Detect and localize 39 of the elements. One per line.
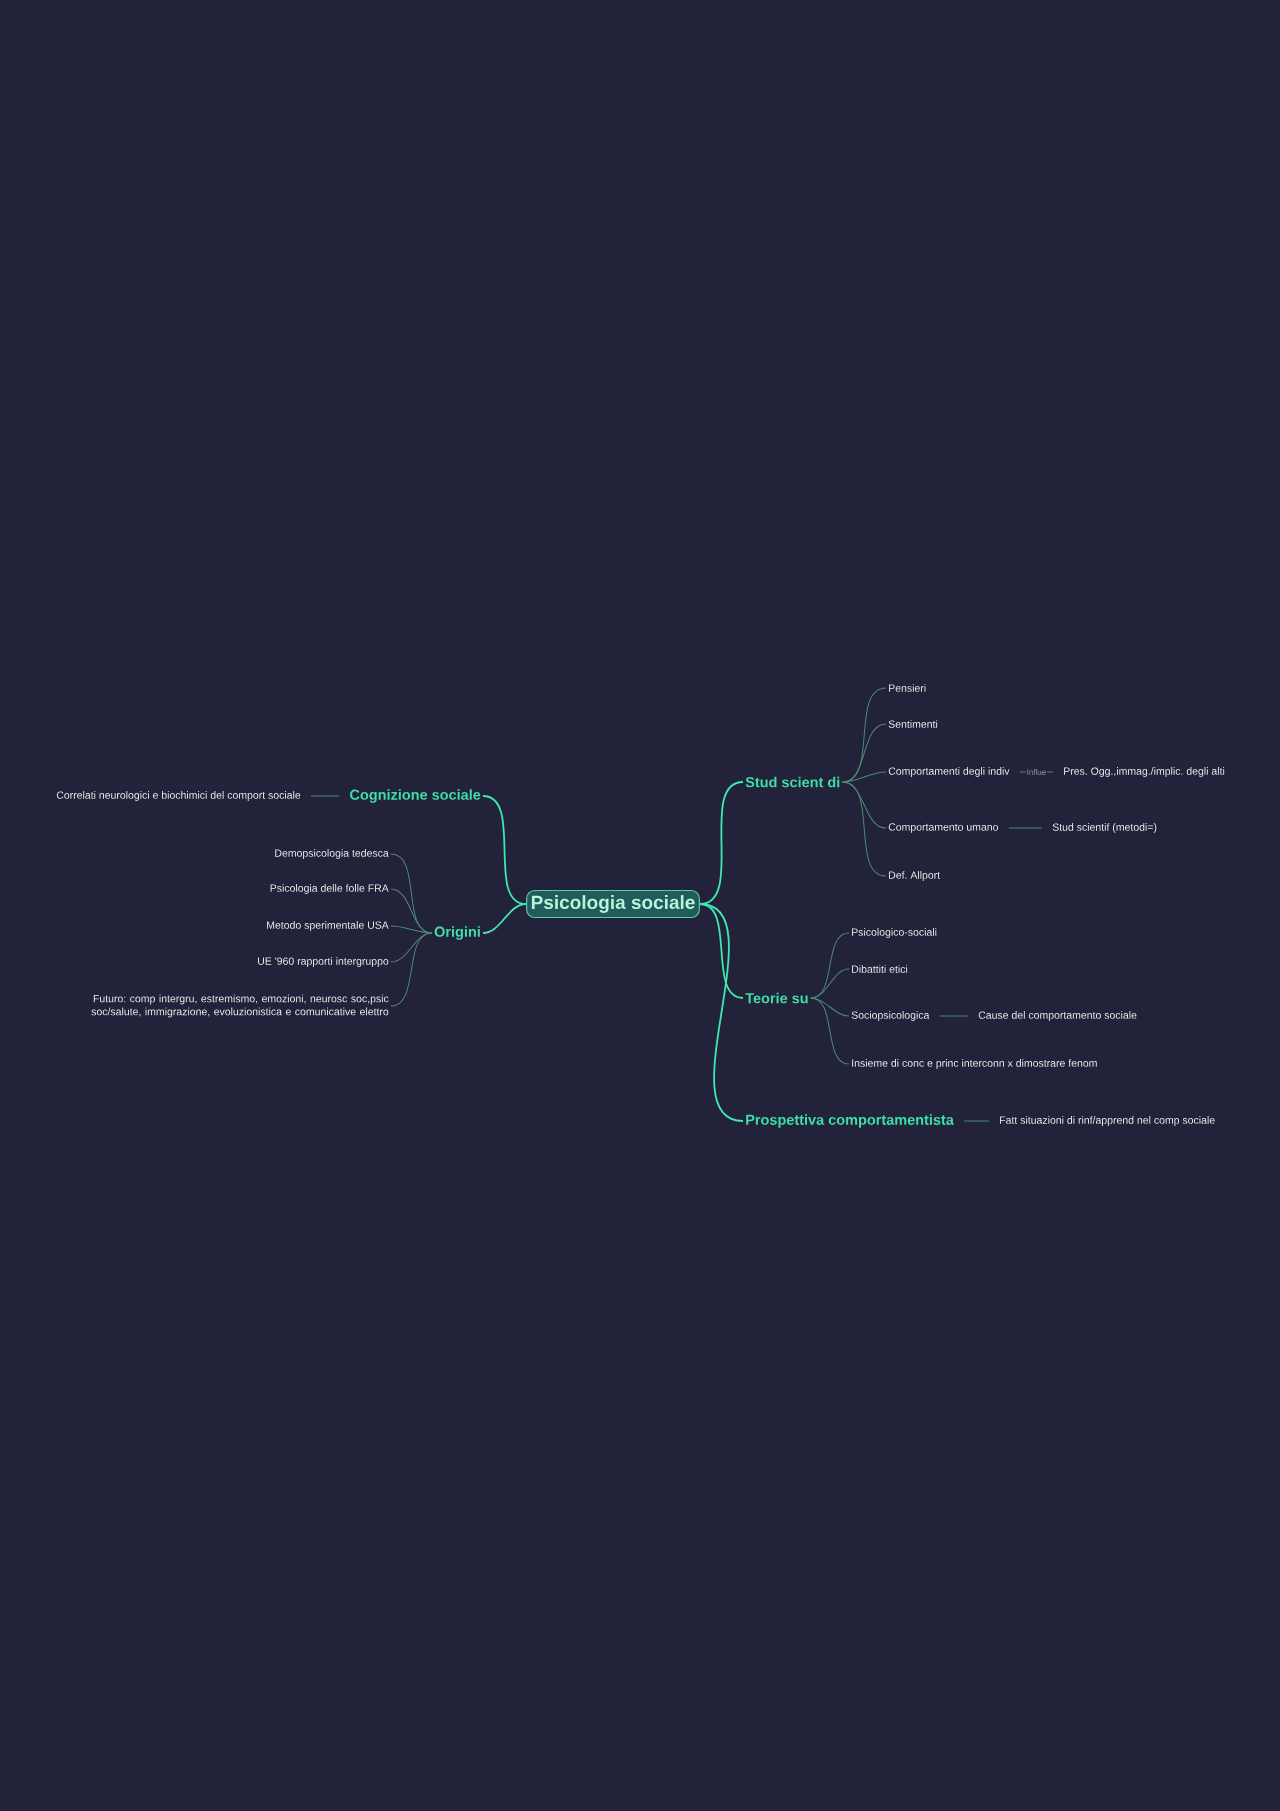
subtopic-text: Comportamenti degli indiv	[888, 767, 1010, 777]
branch-topic: Origini	[434, 926, 480, 940]
subtopic-text: Metodo sperimentale USA	[267, 921, 389, 931]
subtopic-text: Comportamento umano	[888, 823, 999, 833]
connector-line	[810, 968, 850, 999]
subtopic-text: Def. Allport	[889, 871, 941, 881]
subtopic-text: Cause del comportamento sociale	[978, 1011, 1137, 1021]
connector-line	[963, 1120, 990, 1122]
branch-topic: Prospettiva comportamentista	[746, 1114, 954, 1128]
edge-label: Influe	[1025, 768, 1048, 776]
subtopic-text: Dibattiti etici	[852, 965, 908, 973]
root-topic-box: Psicologia sociale	[526, 889, 700, 919]
connector-line	[1008, 827, 1043, 829]
subtopic-text: Pres. Ogg.,immag./implic. degli alti	[1064, 767, 1225, 777]
subtopic-text: Futuro: comp intergru, estremismo, emozioni, neurosc soc,psic soc/salute, immigrazione, evoluzionistica e comunicative elettro	[91, 994, 389, 1018]
connector-line	[810, 997, 850, 1065]
subtopic-text: Sentimenti	[888, 720, 938, 728]
connector-line	[482, 903, 527, 934]
connector-line	[939, 1015, 969, 1017]
subtopic-text: Psicologia delle folle FRA	[270, 884, 389, 894]
connector-line	[390, 932, 433, 963]
connector-line	[841, 771, 887, 783]
subtopic-text: Psicologico-sociali	[852, 928, 937, 938]
branch-topic: Stud scient di	[745, 776, 840, 788]
subtopic-text: Demopsicologia tedesca	[275, 849, 389, 859]
connector-line	[390, 932, 433, 1007]
connector-line	[390, 925, 433, 934]
subtopic-text: Sociopsicologica	[851, 1011, 930, 1021]
subtopic-text: Insieme di conc e princ interconn x dimostrare fenom	[852, 1059, 1097, 1069]
subtopic-text: Fatt situazioni di rinf/apprend nel comp sociale	[1000, 1116, 1215, 1126]
branch-topic: Cognizione sociale	[350, 789, 481, 803]
subtopic-text: Correlati neurologici e biochimici del comport sociale	[56, 791, 301, 801]
connector-line	[841, 781, 887, 877]
connector-line	[699, 903, 744, 1122]
subtopic-text: Pensieri	[889, 684, 926, 692]
branch-topic: Teorie su	[745, 992, 808, 1004]
subtopic-text: Stud scientif (metodi=)	[1052, 823, 1157, 833]
subtopic-text: UE '960 rapporti intergruppo	[258, 957, 389, 967]
connector-line	[310, 795, 340, 797]
